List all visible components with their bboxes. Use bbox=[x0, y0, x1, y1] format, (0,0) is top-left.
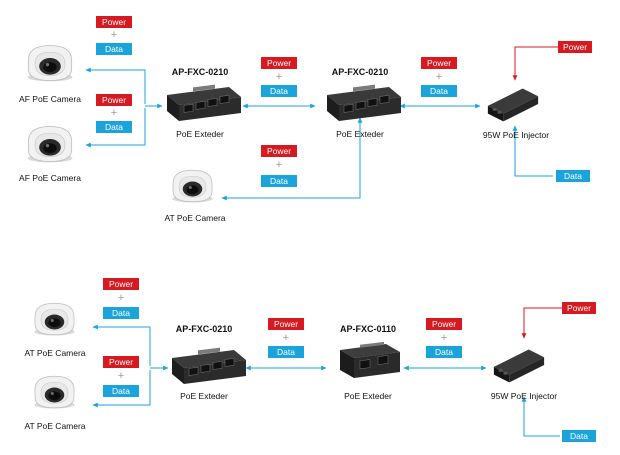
bottom-mid-data-badge: Data bbox=[268, 346, 304, 358]
bottom-cam2-plus: + bbox=[117, 370, 125, 382]
bottom-extender-2-image bbox=[339, 341, 401, 379]
top-mid-plus: + bbox=[275, 71, 283, 83]
bottom-cam2-data-badge: Data bbox=[103, 385, 139, 397]
bottom-line-injector-power bbox=[521, 307, 562, 339]
bottom-line-cam2-ext1 bbox=[92, 370, 151, 408]
top-camera-2-label: AF PoE Camera bbox=[19, 173, 81, 183]
top-cam1-data-badge: Data bbox=[96, 43, 132, 55]
bottom-mid-plus: + bbox=[282, 332, 290, 344]
top-camera-1-label: AF PoE Camera bbox=[19, 94, 81, 104]
bottom-cam1-data-badge: Data bbox=[103, 307, 139, 319]
top-at-camera-image bbox=[171, 169, 214, 203]
bottom-extender-2-model: AP-FXC-0110 bbox=[339, 324, 397, 334]
bottom-camera-1-label: AT PoE Camera bbox=[24, 348, 86, 358]
bottom-injector-power-badge: Power bbox=[562, 302, 596, 314]
top-line-injector-data bbox=[512, 125, 553, 177]
bottom-line-injector-data bbox=[521, 396, 560, 437]
top-cam1-power-badge: Power bbox=[96, 16, 132, 28]
top-extender-1-model: AP-FXC-0210 bbox=[171, 67, 229, 77]
top-camera-3-label: AT PoE Camera bbox=[164, 213, 226, 223]
bottom-extender-1-model: AP-FXC-0210 bbox=[175, 324, 233, 334]
bottom-at-camera-2-image bbox=[33, 375, 76, 409]
bottom-right-data-badge: Data bbox=[426, 346, 462, 358]
bottom-extender-2-label: PoE Exteder bbox=[344, 391, 392, 401]
top-mid-data-badge: Data bbox=[261, 85, 297, 97]
top-injector-image bbox=[487, 88, 539, 122]
bottom-right-power-badge: Power bbox=[426, 318, 462, 330]
bottom-extender-1-image bbox=[171, 347, 247, 385]
bottom-camera-2-label: AT PoE Camera bbox=[24, 421, 86, 431]
top-extender-2-model: AP-FXC-0210 bbox=[331, 67, 389, 77]
top-cam3-power-badge: Power bbox=[261, 145, 297, 157]
top-cam2-plus: + bbox=[110, 107, 118, 119]
top-line-cam2-ext1 bbox=[85, 108, 146, 148]
top-extender-1-label: PoE Exteder bbox=[176, 129, 224, 139]
top-cam3-plus: + bbox=[275, 159, 283, 171]
top-cam2-power-badge: Power bbox=[96, 94, 132, 106]
bottom-injector-image bbox=[493, 349, 545, 383]
top-mid-power-badge: Power bbox=[261, 57, 297, 69]
top-extender-2-label: PoE Exteder bbox=[336, 129, 384, 139]
top-cam1-plus: + bbox=[110, 29, 118, 41]
top-line-cam1-ext1 bbox=[85, 67, 146, 104]
bottom-cam1-plus: + bbox=[117, 292, 125, 304]
bottom-mid-power-badge: Power bbox=[268, 318, 304, 330]
bottom-cam2-power-badge: Power bbox=[103, 356, 139, 368]
bottom-right-plus: + bbox=[440, 332, 448, 344]
top-line-ext2-cam3 bbox=[221, 117, 363, 201]
top-injector-data-badge: Data bbox=[556, 170, 590, 182]
top-af-camera-1-image bbox=[27, 45, 73, 82]
top-line-injector-power bbox=[512, 46, 558, 81]
bottom-injector-label: 95W PoE Injector bbox=[490, 391, 558, 401]
top-right-power-badge: Power bbox=[421, 57, 457, 69]
top-right-plus: + bbox=[435, 71, 443, 83]
bottom-injector-data-badge: Data bbox=[562, 430, 596, 442]
bottom-connections bbox=[92, 324, 560, 437]
bottom-at-camera-1-image bbox=[33, 302, 76, 336]
top-extender-1-image bbox=[166, 84, 242, 122]
bottom-extender-1-label: PoE Exteder bbox=[180, 391, 228, 401]
top-extender-2-image bbox=[326, 84, 402, 122]
top-af-camera-2-image bbox=[27, 126, 73, 163]
bottom-cam1-power-badge: Power bbox=[103, 278, 139, 290]
top-connections bbox=[85, 67, 553, 201]
bottom-line-cam1-ext1 bbox=[92, 324, 151, 366]
top-right-data-badge: Data bbox=[421, 85, 457, 97]
top-injector-power-badge: Power bbox=[558, 41, 592, 53]
top-injector-label: 95W PoE Injector bbox=[482, 130, 550, 140]
top-cam2-data-badge: Data bbox=[96, 121, 132, 133]
top-cam3-data-badge: Data bbox=[261, 175, 297, 187]
